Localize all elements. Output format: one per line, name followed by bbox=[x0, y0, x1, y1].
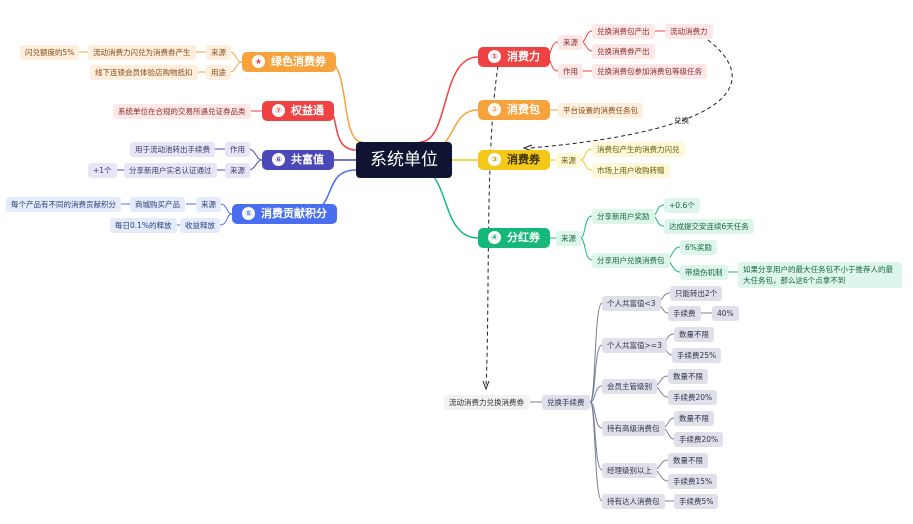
b2-child[interactable]: 平台设置的消费任务包 bbox=[558, 103, 643, 118]
b3-source-1[interactable]: 消费包产生的消费力闪兑 bbox=[592, 142, 685, 157]
b4-source[interactable]: 来源 bbox=[556, 231, 581, 246]
b5-source[interactable]: 来源 bbox=[196, 197, 221, 212]
b1-source-2[interactable]: 兑换消费券产出 bbox=[592, 44, 655, 59]
star-icon: ★ bbox=[252, 55, 265, 68]
b3-source[interactable]: 来源 bbox=[556, 153, 581, 168]
tier-1-item-2[interactable]: 手续费 bbox=[668, 306, 701, 321]
tier-6-item-1[interactable]: 手续费5% bbox=[674, 494, 719, 509]
tier-1-item-1[interactable]: 只能转出2个 bbox=[670, 286, 723, 301]
b4-share-reward-1[interactable]: +0.6个 bbox=[664, 198, 700, 213]
b1-source-1[interactable]: 兑换消费包产出 bbox=[592, 24, 655, 39]
b5-release[interactable]: 收益释放 bbox=[180, 218, 220, 233]
number-badge: ② bbox=[488, 103, 501, 116]
number-badge: ⑤ bbox=[242, 207, 255, 220]
b4-share-reward[interactable]: 分享新用户奖励 bbox=[592, 209, 655, 224]
branch-label: 消费力 bbox=[507, 50, 540, 63]
tier-2-item-1[interactable]: 数量不限 bbox=[674, 327, 714, 342]
b5-release-1[interactable]: 每日0.1%的释放 bbox=[110, 218, 177, 233]
b6-source-1a[interactable]: +1个 bbox=[88, 163, 117, 178]
b4-share-reward-2[interactable]: 达成提交安连续6天任务 bbox=[664, 219, 754, 234]
branch-label: 共富值 bbox=[291, 153, 324, 166]
tier-3-item-2[interactable]: 手续费20% bbox=[668, 390, 718, 405]
number-badge: ③ bbox=[488, 153, 501, 166]
b1-use[interactable]: 作用 bbox=[558, 64, 583, 79]
branch-label: 权益通 bbox=[291, 104, 324, 117]
tier-6[interactable]: 持有达人消费包 bbox=[602, 494, 665, 509]
tier-5-item-1[interactable]: 数量不限 bbox=[668, 453, 708, 468]
tier-2[interactable]: 个人共富值>=3 bbox=[602, 338, 667, 353]
tier-5-item-2[interactable]: 手续费15% bbox=[668, 474, 718, 489]
b6-source[interactable]: 来源 bbox=[225, 163, 250, 178]
branch-consumption-power[interactable]: ① 消费力 bbox=[478, 47, 550, 67]
central-topic[interactable]: 系统单位 bbox=[356, 142, 452, 178]
b1-use-1[interactable]: 兑换消费包参加消费包等级任务 bbox=[592, 64, 707, 79]
branch-label: 消费包 bbox=[507, 103, 540, 116]
tier-4[interactable]: 持有高级消费包 bbox=[602, 421, 665, 436]
branch-contribution-points[interactable]: ⑤ 消费贡献积分 bbox=[232, 204, 337, 224]
b8-use-1[interactable]: 线下连锁会员体验店购物抵扣 bbox=[90, 65, 198, 80]
b4-burn-rule[interactable]: 如果分享用户的最大任务包不小于推荐人的最大任务包，那么这6个点拿不到 bbox=[738, 262, 902, 288]
branch-dividend-voucher[interactable]: ④ 分红券 bbox=[478, 228, 550, 248]
b1-source-1a[interactable]: 流动消费力 bbox=[665, 24, 713, 39]
b8-source-1[interactable]: 流动消费力闪兑为消费券产生 bbox=[88, 45, 196, 60]
branch-common-wealth[interactable]: ⑥ 共富值 bbox=[262, 150, 334, 170]
b6-use-1[interactable]: 用于流动池转出手续费 bbox=[130, 142, 215, 157]
b8-source-1a[interactable]: 闪兑额度的5% bbox=[20, 45, 80, 60]
branch-label: 消费券 bbox=[507, 153, 540, 166]
b4-share-exchange[interactable]: 分享用户兑换消费包 bbox=[592, 253, 670, 268]
b6-source-1[interactable]: 分享新用户实名认证通过 bbox=[124, 163, 217, 178]
fee-label[interactable]: 兑换手续费 bbox=[542, 395, 590, 410]
number-badge: ⑥ bbox=[272, 153, 285, 166]
number-badge: ④ bbox=[488, 231, 501, 244]
tier-5[interactable]: 经理级别以上 bbox=[602, 463, 657, 478]
b6-use[interactable]: 作用 bbox=[225, 142, 250, 157]
branch-rights-pass[interactable]: ⑦ 权益通 bbox=[262, 101, 334, 121]
fee-root[interactable]: 流动消费力兑换消费券 bbox=[444, 395, 529, 410]
branch-consumption-package[interactable]: ② 消费包 bbox=[478, 100, 550, 120]
tier-1-extra[interactable]: 40% bbox=[712, 306, 739, 321]
b4-share-exchange-1[interactable]: 6%奖励 bbox=[680, 240, 717, 255]
tier-1[interactable]: 个人共富值<3 bbox=[602, 296, 661, 311]
tier-4-item-2[interactable]: 手续费20% bbox=[674, 432, 724, 447]
branch-green-voucher[interactable]: ★ 绿色消费券 bbox=[242, 52, 336, 72]
tier-3-item-1[interactable]: 数量不限 bbox=[668, 369, 708, 384]
tier-4-item-1[interactable]: 数量不限 bbox=[674, 411, 714, 426]
number-badge: ⑦ bbox=[272, 104, 285, 117]
branch-label: 消费贡献积分 bbox=[261, 207, 327, 220]
exchange-arrow-label: 兑换 bbox=[674, 116, 689, 125]
b8-use[interactable]: 用途 bbox=[206, 65, 231, 80]
tier-3[interactable]: 会员主管级别 bbox=[602, 379, 657, 394]
b7-child[interactable]: 系统单位在合规的交易所遇兑证券品类 bbox=[113, 104, 251, 119]
b4-share-exchange-2[interactable]: 带烧伤机制 bbox=[680, 265, 728, 280]
b3-source-2[interactable]: 市场上用户收购转赠 bbox=[592, 163, 670, 178]
b5-source-1a[interactable]: 每个产品有不同的消费贡献积分 bbox=[6, 197, 121, 212]
b5-source-1[interactable]: 商城购买产品 bbox=[130, 197, 185, 212]
branch-label: 分红券 bbox=[507, 231, 540, 244]
branch-consumption-voucher[interactable]: ③ 消费券 bbox=[478, 150, 550, 170]
b1-source[interactable]: 来源 bbox=[558, 35, 583, 50]
b8-source[interactable]: 来源 bbox=[206, 45, 231, 60]
number-badge: ① bbox=[488, 50, 501, 63]
tier-2-item-2[interactable]: 手续费25% bbox=[672, 348, 722, 363]
branch-label: 绿色消费券 bbox=[271, 55, 326, 68]
